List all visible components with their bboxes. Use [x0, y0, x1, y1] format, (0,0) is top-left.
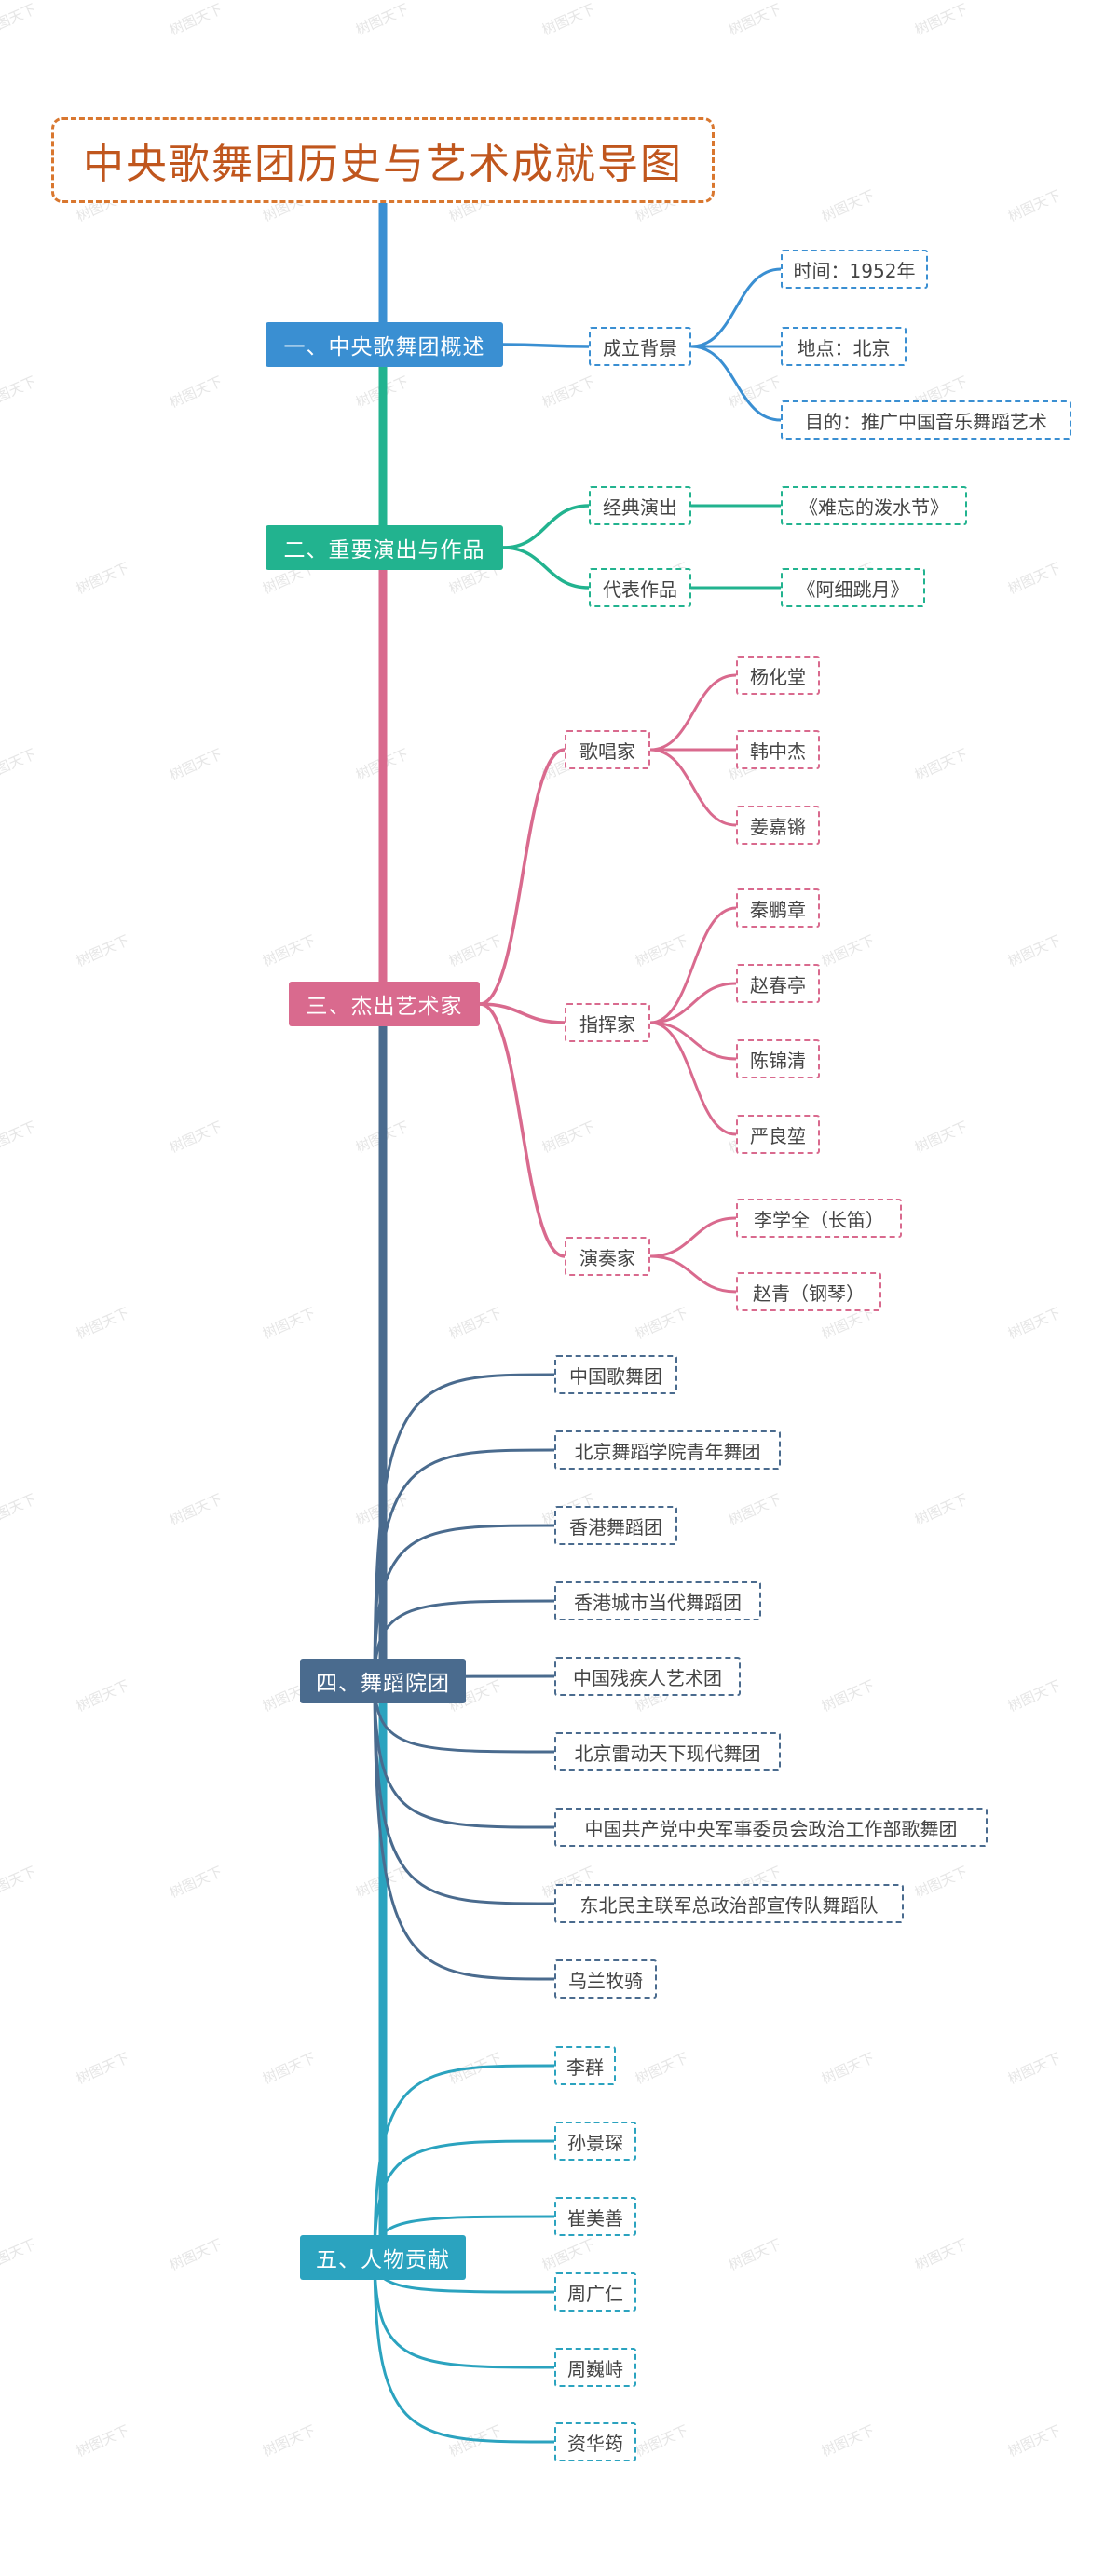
item-dance-company[interactable]: 中国残疾人艺术团	[554, 1657, 741, 1696]
connector	[648, 1021, 738, 1136]
item-dance-company[interactable]: 北京舞蹈学院青年舞团	[554, 1430, 781, 1470]
item-dance-company[interactable]: 香港舞蹈团	[554, 1506, 677, 1545]
item-person[interactable]: 资华筠	[554, 2422, 636, 2461]
map-title[interactable]: 中央歌舞团历史与艺术成就导图	[51, 117, 715, 203]
connector	[478, 1002, 566, 1024]
group-singers[interactable]: 歌唱家	[565, 730, 650, 769]
group-classic-performances[interactable]: 经典演出	[589, 486, 691, 525]
item-singer[interactable]: 韩中杰	[736, 730, 820, 769]
connector	[373, 1373, 556, 1683]
branch-dance-companies[interactable]: 四、舞蹈院团	[300, 1659, 466, 1703]
item-conductor[interactable]: 严良堃	[736, 1115, 820, 1154]
item-singer[interactable]: 杨化堂	[736, 656, 820, 695]
connector	[373, 2064, 556, 2259]
item-conductor[interactable]: 秦鹏章	[736, 888, 820, 928]
connector	[373, 1679, 556, 1905]
item-dance-company[interactable]: 东北民主联军总政治部宣传队舞蹈队	[554, 1884, 904, 1923]
connector	[501, 546, 591, 590]
item-singer[interactable]: 姜嘉锵	[736, 806, 820, 845]
item-person[interactable]: 崔美善	[554, 2197, 636, 2236]
item-dance-company[interactable]: 中国歌舞团	[554, 1355, 677, 1394]
item-founding-place[interactable]: 地点：北京	[781, 327, 907, 366]
item-founding-time[interactable]: 时间：1952年	[781, 250, 928, 289]
branch-outstanding-artists[interactable]: 三、杰出艺术家	[289, 982, 480, 1026]
item-person[interactable]: 孙景琛	[554, 2122, 636, 2161]
group-instrumentalists[interactable]: 演奏家	[565, 1237, 650, 1276]
connector	[648, 982, 738, 1024]
item-conductor[interactable]: 赵春亭	[736, 964, 820, 1003]
connector	[373, 2139, 556, 2259]
item-instrumentalist[interactable]: 李学全（长笛）	[736, 1199, 902, 1238]
item-dance-company[interactable]: 中国共产党中央军事委员会政治工作部歌舞团	[554, 1808, 988, 1847]
connector	[689, 345, 783, 422]
connector	[648, 1254, 738, 1294]
connector	[648, 1021, 738, 1061]
connector	[648, 748, 738, 827]
connector	[648, 673, 738, 752]
item-person[interactable]: 周广仁	[554, 2272, 636, 2312]
group-founding-background[interactable]: 成立背景	[589, 327, 691, 366]
branch-overview[interactable]: 一、中央歌舞团概述	[266, 322, 503, 367]
connector	[648, 906, 738, 1024]
connector	[689, 267, 783, 348]
item-representative-work[interactable]: 《阿细跳月》	[781, 568, 925, 607]
connector	[478, 1002, 566, 1258]
item-person[interactable]: 周巍峙	[554, 2348, 636, 2387]
item-classic-performance[interactable]: 《难忘的泼水节》	[781, 486, 967, 525]
item-instrumentalist[interactable]: 赵青（钢琴）	[736, 1272, 881, 1311]
group-conductors[interactable]: 指挥家	[565, 1003, 650, 1042]
branch-people-contributions[interactable]: 五、人物贡献	[300, 2235, 466, 2280]
connector	[373, 1679, 556, 1981]
connector	[373, 1679, 556, 1754]
connector	[373, 1524, 556, 1683]
item-founding-purpose[interactable]: 目的：推广中国音乐舞蹈艺术	[781, 400, 1071, 440]
connector	[501, 504, 591, 549]
group-representative-works[interactable]: 代表作品	[589, 568, 691, 607]
connector	[373, 1448, 556, 1683]
connector	[373, 1599, 556, 1683]
connector	[478, 748, 566, 1006]
item-person[interactable]: 李群	[554, 2046, 616, 2085]
branch-performances-works[interactable]: 二、重要演出与作品	[266, 525, 503, 570]
item-dance-company[interactable]: 乌兰牧骑	[554, 1959, 657, 1999]
item-dance-company[interactable]: 香港城市当代舞蹈团	[554, 1581, 761, 1620]
connector	[648, 1216, 738, 1258]
connector	[373, 2256, 556, 2369]
item-conductor[interactable]: 陈锦清	[736, 1039, 820, 1078]
item-dance-company[interactable]: 北京雷动天下现代舞团	[554, 1732, 781, 1771]
connector	[373, 2256, 556, 2444]
connector	[501, 343, 591, 348]
